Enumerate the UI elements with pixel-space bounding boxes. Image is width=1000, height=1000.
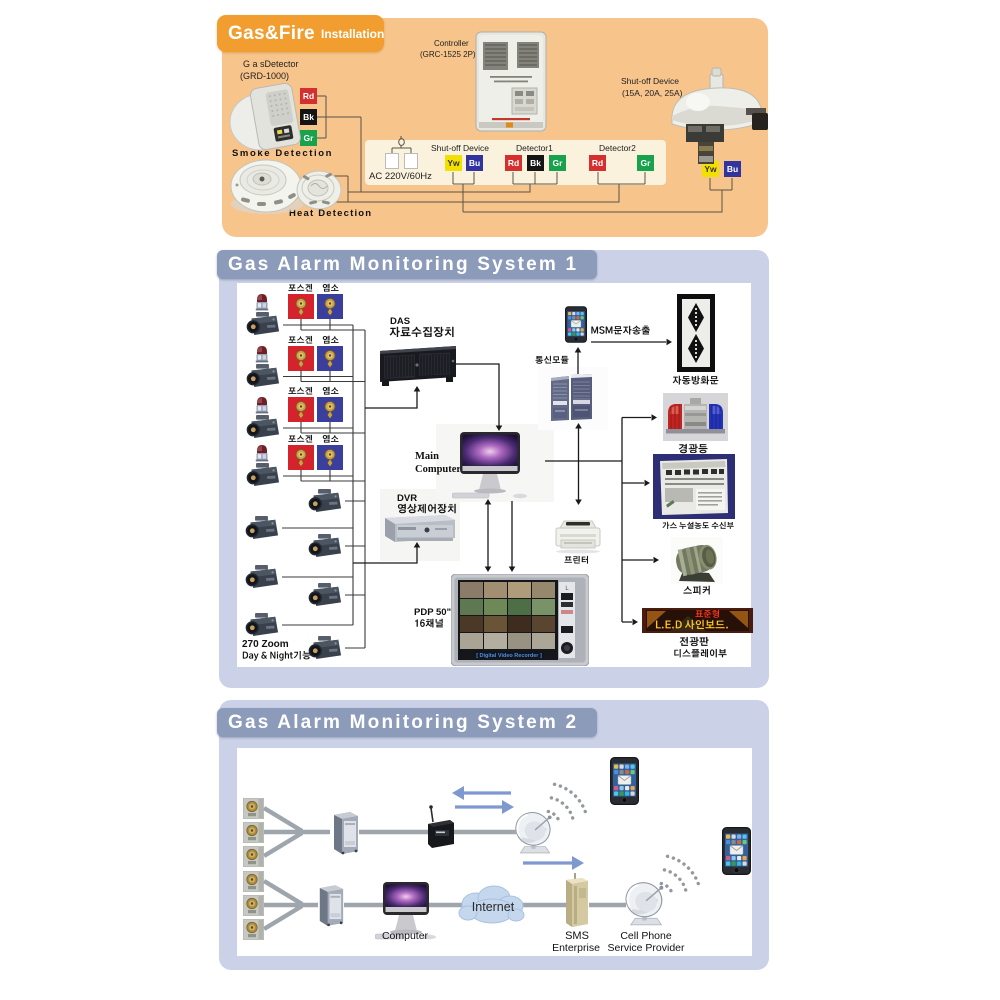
svg-text:L: L [565,586,569,592]
svg-text:Internet: Internet [472,900,515,914]
svg-text:[ Digital Video Recorder ]: [ Digital Video Recorder ] [476,653,542,659]
